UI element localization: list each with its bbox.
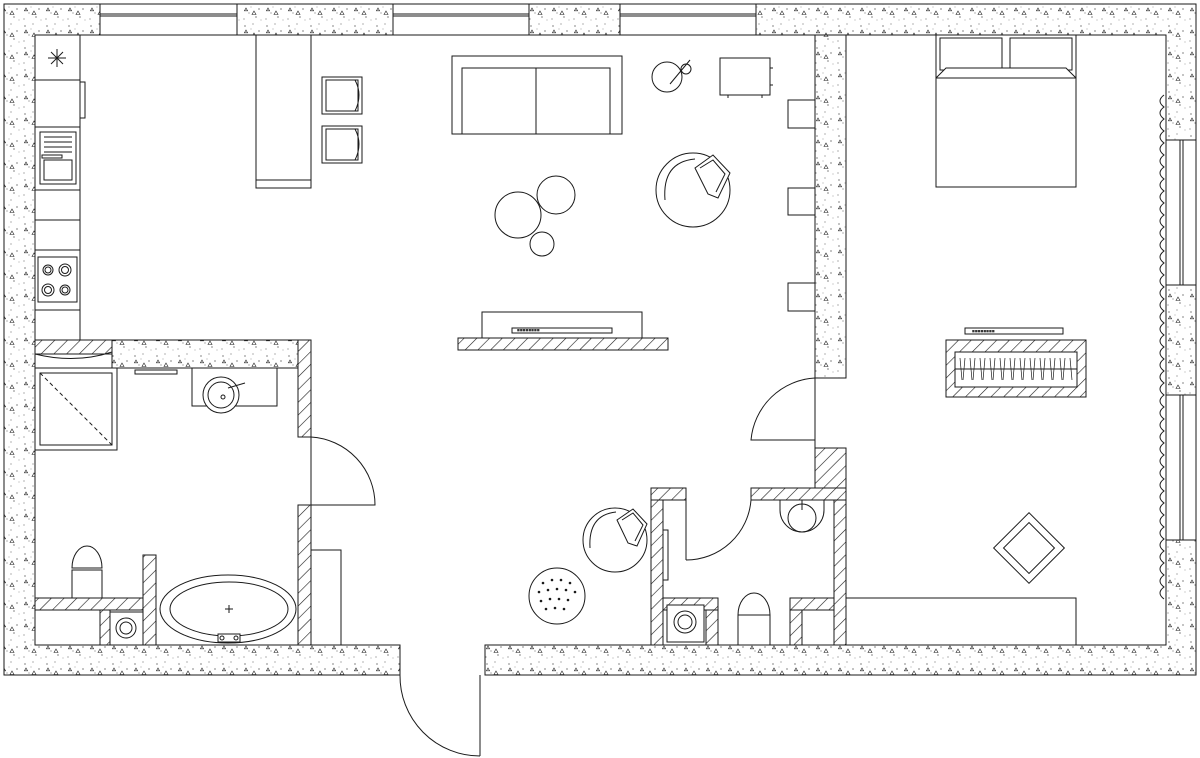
wc (662, 499, 825, 646)
washing-machine-icon (109, 611, 144, 646)
window-icon (619, 3, 757, 36)
kitchen-counter (34, 34, 81, 341)
window-icon (392, 3, 530, 36)
curtain (1159, 94, 1165, 600)
towel-rail (662, 529, 669, 581)
window-icon (1165, 139, 1197, 286)
doors (310, 377, 816, 757)
shower-icon (34, 351, 118, 451)
armchair-icon (582, 507, 648, 573)
sink-icon (191, 367, 278, 414)
tv-icon: ■■■■■■■■ (481, 311, 643, 339)
sofa-icon (451, 55, 623, 135)
kitchen (34, 34, 363, 341)
bar-stool-icon (321, 125, 363, 164)
window-icon (1165, 394, 1197, 541)
door-icon (685, 499, 752, 561)
windows (99, 3, 1197, 541)
door-icon (399, 674, 481, 757)
towel-rail (134, 369, 178, 375)
bar-stool-icon (321, 76, 363, 115)
sink-icon (39, 131, 77, 185)
bathroom (34, 351, 297, 646)
shoe-cabinet (310, 549, 342, 646)
armchair-icon (992, 511, 1066, 585)
coffee-tables-icon (494, 175, 576, 257)
svg-text:■■■■■■■■: ■■■■■■■■ (517, 328, 540, 332)
toilet-icon (737, 592, 771, 646)
wardrobe-icon (954, 351, 1078, 388)
side-table-icon (719, 57, 773, 98)
kitchen-island (255, 34, 312, 189)
door-icon (310, 436, 376, 506)
stove-icon (37, 256, 78, 303)
bed-icon (935, 34, 1077, 188)
bathtub-icon (159, 574, 297, 644)
desk (845, 597, 1077, 646)
floor-lamp-icon (651, 59, 692, 93)
tv-icon: ■■■■■■■■ (964, 327, 1064, 335)
radiator-icon (787, 99, 816, 312)
fridge-handle (79, 81, 86, 119)
interior-wall-bathroom-top (111, 339, 299, 369)
washing-machine-icon (666, 604, 705, 643)
door-icon (750, 377, 816, 448)
bedroom: ■■■■■■■■ (845, 34, 1078, 646)
window-icon (99, 3, 238, 36)
living-room: ■■■■■■■■ (310, 55, 816, 646)
interior-wall-bedroom (814, 34, 847, 379)
rug-icon (528, 567, 586, 625)
fan-icon (48, 49, 66, 67)
armchair-icon (655, 152, 731, 228)
svg-text:■■■■■■■■: ■■■■■■■■ (972, 329, 995, 333)
toilet-icon (71, 545, 103, 599)
sink-icon (779, 499, 825, 533)
